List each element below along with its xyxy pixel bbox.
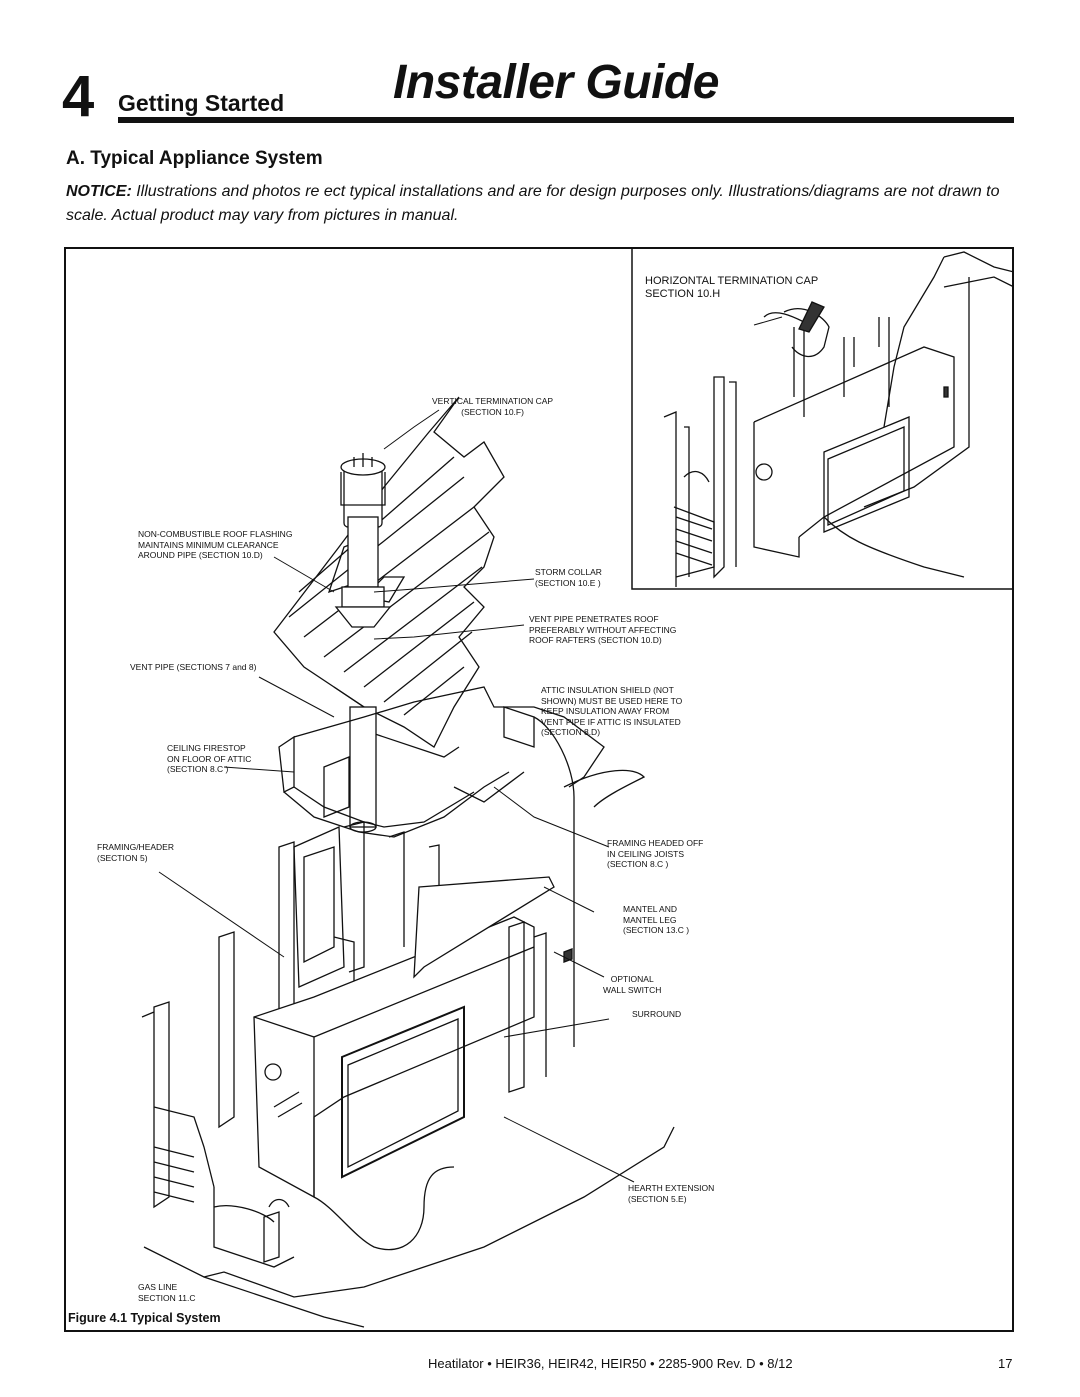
guide-title: Installer Guide bbox=[393, 56, 719, 109]
label-wall-switch: OPTIONAL WALL SWITCH bbox=[603, 974, 662, 995]
label-mantel: MANTEL AND MANTEL LEG (SECTION 13.C ) bbox=[623, 904, 690, 935]
label-framing-header: FRAMING/HEADER (SECTION 5) bbox=[97, 842, 174, 863]
chapter-number: 4 bbox=[62, 64, 95, 129]
wall-framing bbox=[141, 821, 675, 1328]
label-vent-penetrates: VENT PIPE PENETRATES ROOF PREFERABLY WIT… bbox=[529, 614, 677, 645]
label-storm-collar: STORM COLLAR (SECTION 10.E ) bbox=[535, 567, 602, 588]
label-framing-headed-off: FRAMING HEADED OFF IN CEILING JOISTS (SE… bbox=[607, 838, 704, 869]
label-roof-flashing: NON-COMBUSTIBLE ROOF FLASHING MAINTAINS … bbox=[138, 529, 293, 560]
header-rule bbox=[118, 117, 1014, 123]
figure-frame bbox=[64, 247, 1014, 1332]
label-gas-line: GAS LINE SECTION 11.C bbox=[138, 1282, 196, 1303]
system-illustration bbox=[141, 247, 1014, 1328]
label-vertical-cap: VERTICAL TERMINATION CAP (SECTION 10.F) bbox=[432, 396, 554, 417]
ceiling-framing bbox=[278, 686, 646, 1047]
chapter-title: Getting Started bbox=[118, 90, 285, 116]
notice-label: NOTICE: bbox=[66, 183, 132, 200]
label-vent-pipe: VENT PIPE (SECTIONS 7 and 8) bbox=[130, 662, 257, 672]
figure-caption: Figure 4.1 Typical System bbox=[68, 1311, 221, 1325]
label-surround: SURROUND bbox=[632, 1009, 682, 1019]
leader-lines bbox=[158, 316, 783, 1183]
label-ceiling-firestop: CEILING FIRESTOP ON FLOOR OF ATTIC (SECT… bbox=[167, 743, 252, 774]
section-heading: A. Typical Appliance System bbox=[66, 148, 323, 169]
label-attic-shield: ATTIC INSULATION SHIELD (NOT SHOWN) MUST… bbox=[541, 685, 683, 737]
label-horizontal-cap: HORIZONTAL TERMINATION CAP SECTION 10.H bbox=[645, 275, 819, 300]
inset-drawing bbox=[663, 251, 1014, 587]
page-number: 17 bbox=[998, 1356, 1013, 1371]
notice-paragraph: NOTICE: Illustrations and photos re ect … bbox=[66, 180, 1026, 228]
footer-text: Heatilator • HEIR36, HEIR42, HEIR50 • 22… bbox=[428, 1356, 793, 1371]
label-hearth-extension: HEARTH EXTENSION (SECTION 5.E) bbox=[628, 1183, 715, 1204]
vent-pipe bbox=[334, 453, 392, 833]
notice-text: Illustrations and photos re ect typical … bbox=[66, 183, 1000, 224]
fireplace-drawing bbox=[213, 876, 573, 1251]
inset-box bbox=[631, 247, 1014, 590]
